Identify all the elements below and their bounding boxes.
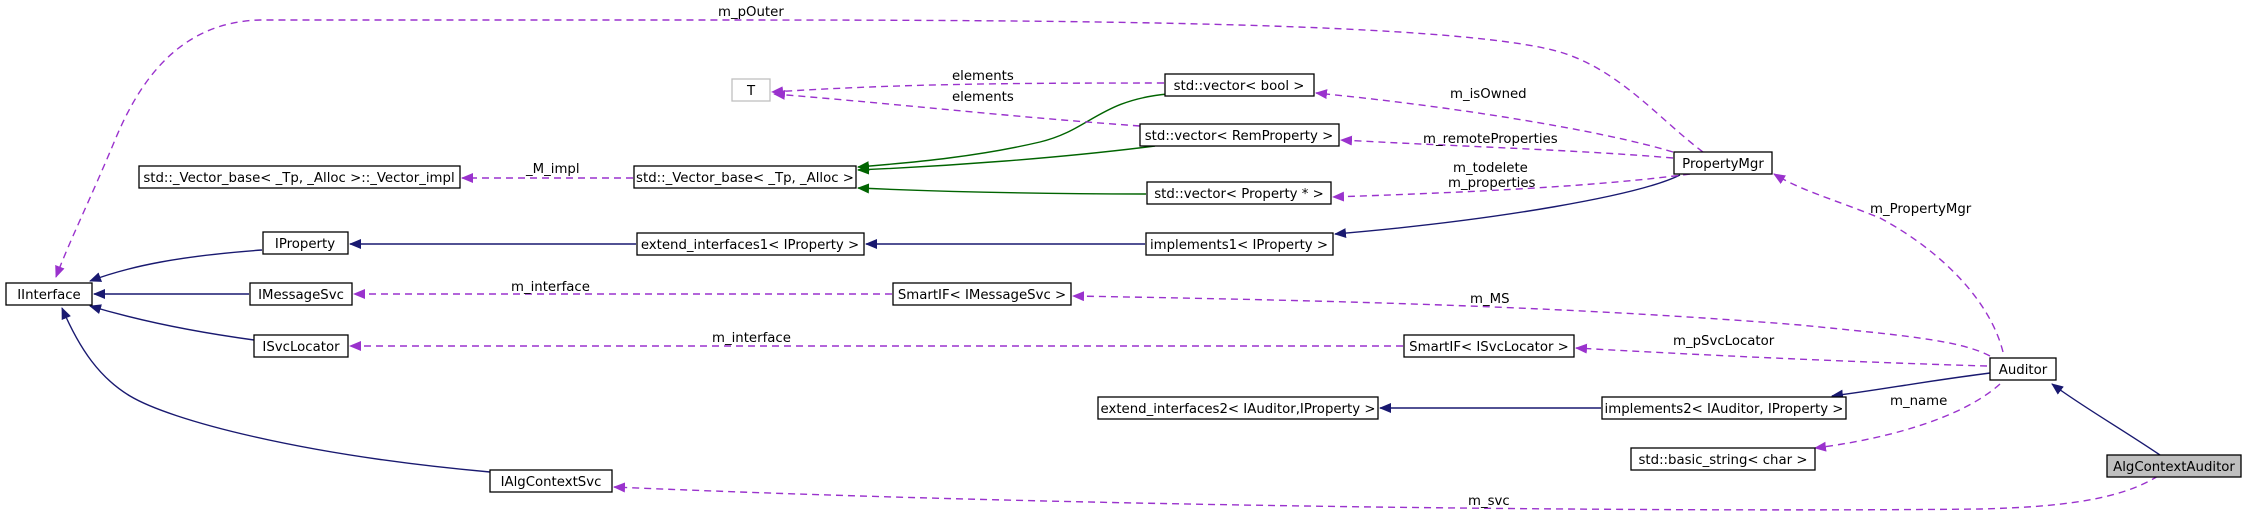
node-vector-base-label: std::_Vector_base< _Tp, _Alloc > (636, 171, 854, 186)
edge-m-isowned (1315, 89, 1674, 153)
edge-m-ms (1072, 291, 1991, 357)
node-vector-property-label: std::vector< Property * > (1154, 187, 1324, 202)
node-vector-remproperty[interactable]: std::vector< RemProperty > (1139, 123, 1340, 147)
node-algcontextauditor[interactable]: AlgContextAuditor (2106, 454, 2242, 478)
node-implements1[interactable]: implements1< IProperty > (1145, 232, 1334, 256)
node-t[interactable]: T (731, 78, 771, 102)
node-imessagesvc-label: IMessageSvc (258, 288, 344, 303)
node-propertymgr-label: PropertyMgr (1682, 157, 1764, 172)
edge-m-todelete-properties (1332, 173, 1691, 202)
node-vector-bool[interactable]: std::vector< bool > (1164, 73, 1315, 97)
edge-m-name (1814, 383, 2001, 452)
edge-iproperty-iinterface (89, 249, 263, 282)
edge-m-pouter (55, 19, 1704, 278)
node-isvclocator[interactable]: ISvcLocator (253, 334, 349, 358)
node-ialgcontextsvc-label: IAlgContextSvc (501, 475, 602, 490)
label-m-propertymgr: m_PropertyMgr (1870, 202, 1972, 217)
node-smartif-svcloc-label: SmartIF< ISvcLocator > (1409, 340, 1569, 355)
node-iinterface[interactable]: IInterface (5, 282, 93, 306)
label-m-interface-1: m_interface (511, 280, 590, 295)
node-auditor-label: Auditor (1999, 363, 2048, 378)
node-vector-bool-label: std::vector< bool > (1174, 79, 1305, 94)
edge-vectorproperty-vectorbase (857, 183, 1147, 195)
node-vector-property[interactable]: std::vector< Property * > (1146, 181, 1332, 205)
label-m-pouter: m_pOuter (718, 5, 784, 20)
node-smartif-msgsvc[interactable]: SmartIF< IMessageSvc > (892, 282, 1072, 306)
node-iinterface-label: IInterface (17, 288, 80, 303)
label-m-psvclocator: m_pSvcLocator (1673, 334, 1775, 349)
node-smartif-msgsvc-label: SmartIF< IMessageSvc > (898, 288, 1066, 303)
label-m-svc: m_svc (1468, 494, 1510, 509)
node-implements2[interactable]: implements2< IAuditor, IProperty > (1601, 396, 1847, 420)
node-basic-string[interactable]: std::basic_string< char > (1630, 447, 1816, 471)
edge-m-propertymgr (1773, 173, 2004, 353)
label-m-remoteproperties: m_remoteProperties (1423, 132, 1558, 147)
label-m-impl: _M_impl (525, 162, 580, 177)
node-vector-base[interactable]: std::_Vector_base< _Tp, _Alloc > (633, 165, 857, 189)
label-m-properties: m_properties (1448, 176, 1536, 191)
node-extend-interfaces1-label: extend_interfaces1< IProperty > (641, 238, 859, 253)
node-vector-impl[interactable]: std::_Vector_base< _Tp, _Alloc >::_Vecto… (138, 165, 461, 189)
label-m-name: m_name (1890, 394, 1947, 409)
node-ialgcontextsvc[interactable]: IAlgContextSvc (489, 469, 613, 493)
edge-elements-vectorbool (771, 82, 1165, 97)
node-propertymgr[interactable]: PropertyMgr (1673, 151, 1773, 175)
label-elements-1: elements (952, 69, 1014, 84)
node-extend-interfaces2[interactable]: extend_interfaces2< IAuditor,IProperty > (1097, 396, 1379, 420)
node-iproperty[interactable]: IProperty (262, 231, 349, 255)
node-vector-impl-label: std::_Vector_base< _Tp, _Alloc >::_Vecto… (143, 171, 454, 186)
node-isvclocator-label: ISvcLocator (262, 340, 340, 355)
node-iproperty-label: IProperty (275, 237, 335, 252)
edge-m-remoteproperties (1340, 135, 1674, 159)
edge-auditor-implements2 (1831, 372, 1991, 400)
edge-elements-vectorremproperty (773, 89, 1141, 127)
label-m-ms: m_MS (1470, 292, 1510, 307)
node-auditor[interactable]: Auditor (1989, 357, 2057, 381)
label-m-isowned: m_isOwned (1450, 87, 1527, 102)
node-algcontextauditor-label: AlgContextAuditor (2113, 460, 2235, 475)
node-basic-string-label: std::basic_string< char > (1639, 453, 1808, 468)
edge-vectorremproperty-vectorbase (857, 145, 1156, 175)
edge-ialgcontextsvc-iinterface (61, 307, 491, 473)
edge-isvclocator-iinterface (89, 304, 255, 341)
node-vector-remproperty-label: std::vector< RemProperty > (1145, 129, 1334, 144)
edge-vectorbool-vectorbase (857, 93, 1169, 172)
edge-algcontextauditor-auditor (2051, 383, 2161, 456)
label-m-todelete: m_todelete (1453, 161, 1528, 176)
node-extend-interfaces1[interactable]: extend_interfaces1< IProperty > (636, 232, 865, 256)
node-imessagesvc[interactable]: IMessageSvc (249, 282, 353, 306)
edge-m-svc (613, 475, 2159, 511)
label-m-interface-2: m_interface (712, 331, 791, 346)
edge-propertymgr-implements1 (1334, 174, 1681, 239)
node-extend-interfaces2-label: extend_interfaces2< IAuditor,IProperty > (1101, 402, 1376, 417)
edge-m-psvclocator (1575, 343, 1988, 367)
node-implements1-label: implements1< IProperty > (1150, 238, 1328, 253)
node-smartif-svcloc[interactable]: SmartIF< ISvcLocator > (1403, 334, 1575, 358)
node-implements2-label: implements2< IAuditor, IProperty > (1605, 402, 1844, 417)
node-t-label: T (746, 84, 756, 99)
label-elements-2: elements (952, 90, 1014, 105)
